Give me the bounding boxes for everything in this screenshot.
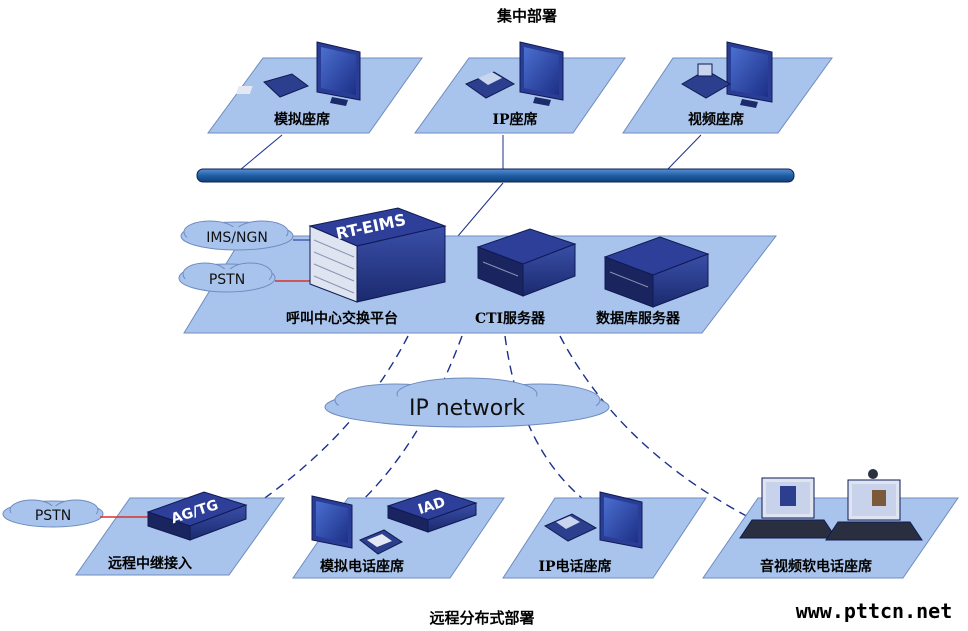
bottom-title: 远程分布式部署	[429, 609, 534, 627]
gateway-icon	[146, 491, 248, 541]
monitor-icon	[519, 41, 564, 106]
monitor-icon	[311, 495, 353, 549]
desk-phone-icon	[359, 529, 403, 555]
cloud-icon	[324, 377, 610, 428]
monitor-icon	[599, 491, 643, 549]
db-label: 数据库服务器	[596, 310, 681, 327]
monitor-icon	[726, 41, 773, 108]
ip-phone-icon	[543, 513, 598, 542]
cloud-label-pstn-remote: PSTN	[35, 508, 71, 524]
seat-label-ip: IP座席	[492, 111, 537, 128]
seat-link	[239, 134, 283, 171]
bus-platform-link	[457, 182, 504, 237]
cti-label: CTI服务器	[475, 310, 546, 327]
iad-device-icon	[386, 489, 478, 533]
seat-platform-analog	[207, 57, 423, 134]
database-server-icon	[603, 236, 710, 308]
dashed-links	[261, 335, 755, 521]
seat-platform-ip	[414, 57, 626, 134]
monitor-icon	[316, 41, 361, 106]
laptop-icon	[739, 477, 837, 539]
ip-seat-label: IP电话座席	[538, 558, 611, 575]
desk-phone-icon	[235, 73, 310, 98]
cloud-icon	[180, 220, 294, 251]
seat-link	[666, 134, 702, 171]
switch-chassis-icon	[308, 207, 447, 303]
cti-server-icon	[476, 228, 577, 297]
lan-bus	[196, 168, 795, 183]
analog-seat-label: 模拟电话座席	[320, 558, 404, 575]
watermark: www.pttcn.net	[796, 599, 953, 623]
seat-platform-video	[622, 57, 833, 134]
seat-label-analog: 模拟座席	[274, 111, 330, 128]
agtg-label: 远程中继接入	[108, 555, 192, 572]
cloud-icon	[178, 262, 276, 293]
softphone-seat-label: 音视频软电话座席	[760, 558, 872, 575]
top-title: 集中部署	[496, 7, 557, 25]
video-phone-icon	[681, 63, 731, 99]
cloud-label-ip-network: IP network	[409, 396, 525, 421]
seat-label-video: 视频座席	[688, 111, 744, 128]
laptop-icon	[825, 469, 923, 541]
cloud-label-pstn-center: PSTN	[209, 272, 245, 288]
ip-phone-icon	[464, 71, 516, 99]
switch-label: 呼叫中心交换平台	[286, 310, 398, 327]
cloud-label-ims: IMS/NGN	[206, 230, 268, 246]
cloud-icon	[2, 499, 104, 528]
